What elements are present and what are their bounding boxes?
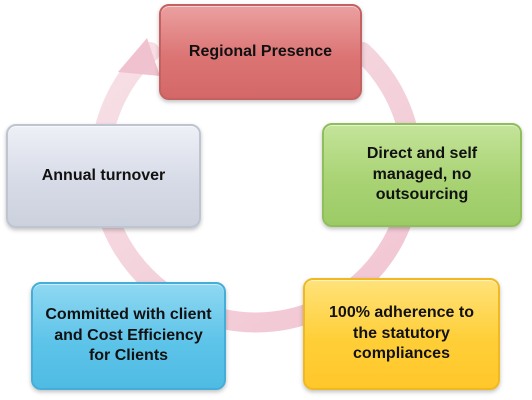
node-regional-presence: Regional Presence: [159, 4, 362, 100]
node-direct-self-managed: Direct and self managed, no outsourcing: [322, 123, 522, 227]
node-label-annual-turnover: Annual turnover: [41, 166, 166, 184]
node-committed-client: Committed with client and Cost Efficienc…: [31, 282, 226, 390]
cycle-arrowhead-icon: [118, 38, 160, 76]
node-statutory-adherence: 100% adherence to the statutory complian…: [303, 278, 500, 390]
node-label-direct-self-managed: Direct and self managed, no outsourcing: [366, 145, 478, 204]
node-annual-turnover: Annual turnover: [6, 124, 201, 228]
node-label-committed-client: Committed with client and Cost Efficienc…: [45, 306, 212, 365]
node-label-regional-presence: Regional Presence: [188, 42, 333, 60]
node-label-statutory-adherence: 100% adherence to the statutory complian…: [329, 304, 474, 363]
